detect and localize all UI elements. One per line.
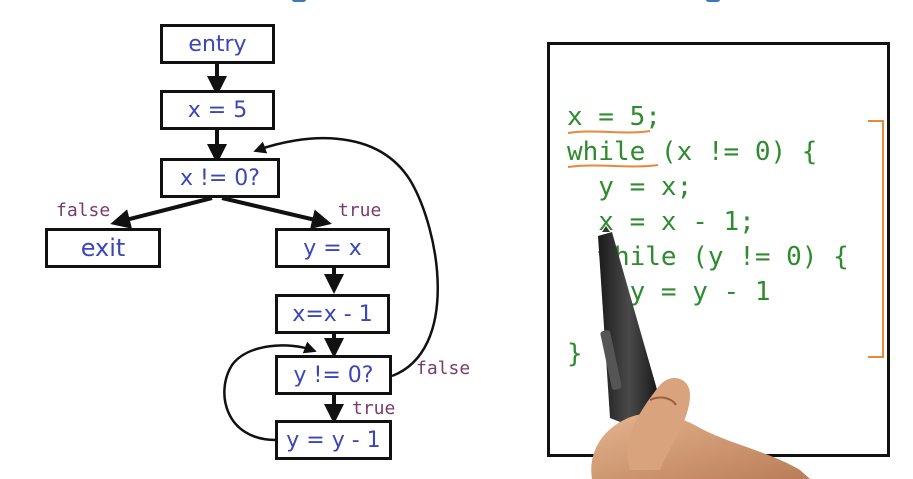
code-line-4: x = x - 1;	[567, 207, 755, 237]
node-exit: exit	[45, 228, 161, 268]
code-line-2: while (x != 0) {	[567, 137, 818, 167]
hand-icon	[591, 413, 810, 479]
edge-outer-loop-back	[253, 136, 439, 378]
underline-x-assign	[567, 130, 651, 134]
node-entry: entry	[160, 24, 275, 64]
code-line-1: x = 5;	[567, 102, 661, 132]
node-cond-y: y != 0?	[275, 355, 392, 395]
label-inner-false: false	[416, 358, 471, 379]
edge-cond-to-exit	[110, 196, 213, 229]
node-dec-y: y = y - 1	[275, 420, 392, 460]
code-line-3: y = x;	[567, 172, 693, 202]
node-assign-y: y = x	[275, 228, 390, 268]
node-cond-x: x != 0?	[160, 158, 280, 198]
title-fragment	[706, 0, 720, 2]
label-inner-true: true	[352, 398, 396, 419]
annotation-marks	[567, 120, 884, 358]
title-fragment	[292, 0, 306, 2]
label-outer-false: false	[56, 200, 111, 221]
code-line-7: }	[567, 339, 583, 369]
cropped-title-strip	[0, 0, 913, 12]
node-dec-x: x=x - 1	[275, 294, 390, 334]
bracket-mark	[868, 120, 884, 358]
code-line-6: y = y - 1	[567, 277, 771, 307]
code-panel: x = 5; while (x != 0) { y = x; x = x - 1…	[547, 42, 890, 457]
node-assign-x: x = 5	[160, 90, 275, 130]
underline-while	[567, 164, 659, 168]
label-outer-true: true	[338, 200, 382, 221]
edge-inner-loop-back	[223, 341, 317, 442]
edge-cond-to-assign-y	[221, 196, 332, 229]
